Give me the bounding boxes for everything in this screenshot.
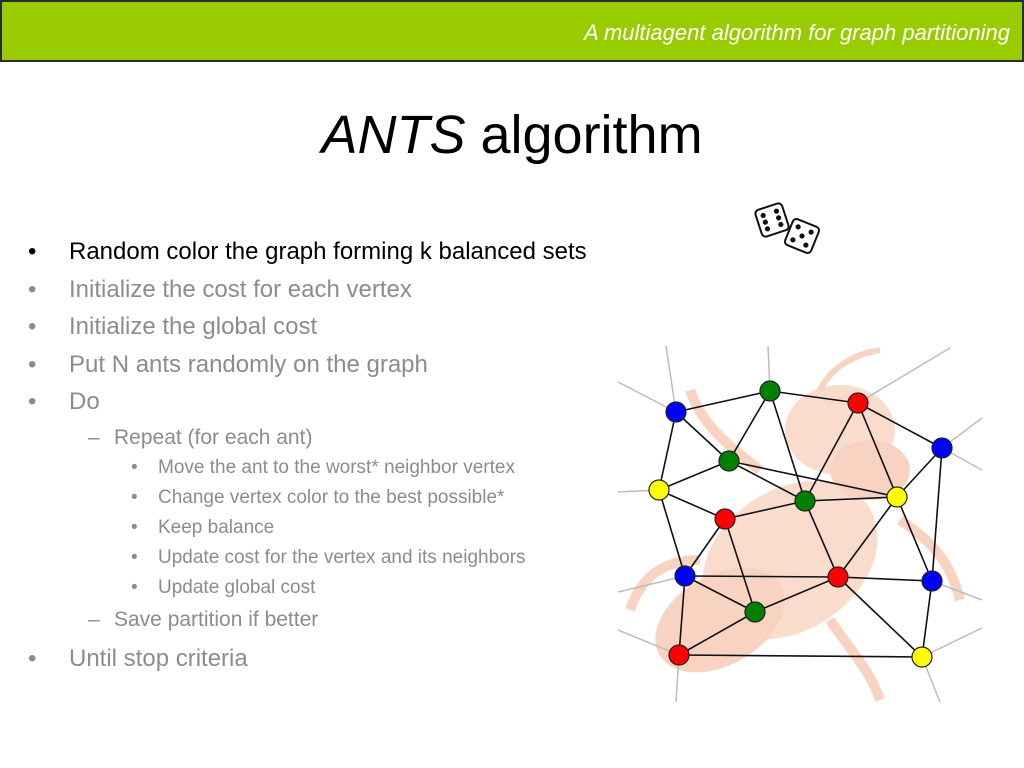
sub-sub-bullet-text: Update cost for the vertex and its neigh… — [158, 547, 526, 568]
sub-bullet-text: Repeat (for each ant) — [114, 426, 313, 449]
sub-sub-bullet-text: Update global cost — [158, 577, 316, 598]
sub-bullet-marker: – — [88, 608, 100, 631]
bullet-marker: • — [28, 313, 37, 340]
vertex-green — [759, 380, 781, 402]
vertex-green — [794, 490, 816, 512]
sub-sub-bullet-text: Keep balance — [158, 517, 275, 538]
bullet-marker: • — [28, 388, 37, 415]
vertex-green — [744, 601, 766, 623]
slide-title-rest: algorithm — [465, 105, 703, 165]
sub-sub-bullet-marker: • — [131, 577, 138, 598]
vertex-red — [714, 508, 736, 530]
vertex-yellow — [886, 486, 908, 508]
graph-illustration — [617, 345, 983, 703]
vertex-red — [847, 392, 869, 414]
bullet-text: Initialize the global cost — [69, 313, 318, 340]
bullet-text: Do — [69, 388, 100, 415]
header-bar: A multiagent algorithm for graph partiti… — [0, 0, 1024, 62]
sub-sub-bullet-text: Change vertex color to the best possible… — [158, 487, 505, 508]
header-title: A multiagent algorithm for graph partiti… — [584, 20, 1010, 45]
sub-sub-bullet-marker: • — [131, 547, 138, 568]
slide-title: ANTS algorithm — [0, 100, 1024, 170]
vertex-red — [827, 566, 849, 588]
vertex-green — [718, 450, 740, 472]
vertex-red — [668, 644, 690, 666]
vertex-blue — [674, 565, 696, 587]
bullet-text: Until stop criteria — [69, 645, 248, 672]
slide-title-emphasis: ANTS — [321, 105, 466, 165]
bullet-marker: • — [28, 276, 37, 303]
sub-bullet-marker: – — [88, 426, 100, 449]
bullet-marker: • — [28, 351, 37, 378]
sub-sub-bullet-marker: • — [131, 517, 138, 538]
vertex-blue — [665, 401, 687, 423]
sub-bullet-text: Save partition if better — [114, 608, 319, 631]
sub-sub-bullet-marker: • — [131, 457, 138, 478]
vertex-blue — [931, 437, 953, 459]
graph-edges — [658, 390, 943, 658]
bullet-marker: • — [28, 238, 37, 265]
sub-sub-bullet-text: Move the ant to the worst* neighbor vert… — [158, 457, 515, 478]
bullet-text: Random color the graph forming k balance… — [69, 238, 587, 265]
vertex-yellow — [911, 646, 933, 668]
sub-sub-bullet-marker: • — [131, 487, 138, 508]
bullet-text: Initialize the cost for each vertex — [69, 276, 412, 303]
graph-vertices — [648, 380, 953, 668]
vertex-blue — [921, 570, 943, 592]
bullet-text: Put N ants randomly on the graph — [69, 351, 428, 378]
dice-icon — [754, 202, 821, 255]
bullet-marker: • — [28, 645, 37, 672]
vertex-yellow — [648, 479, 670, 501]
